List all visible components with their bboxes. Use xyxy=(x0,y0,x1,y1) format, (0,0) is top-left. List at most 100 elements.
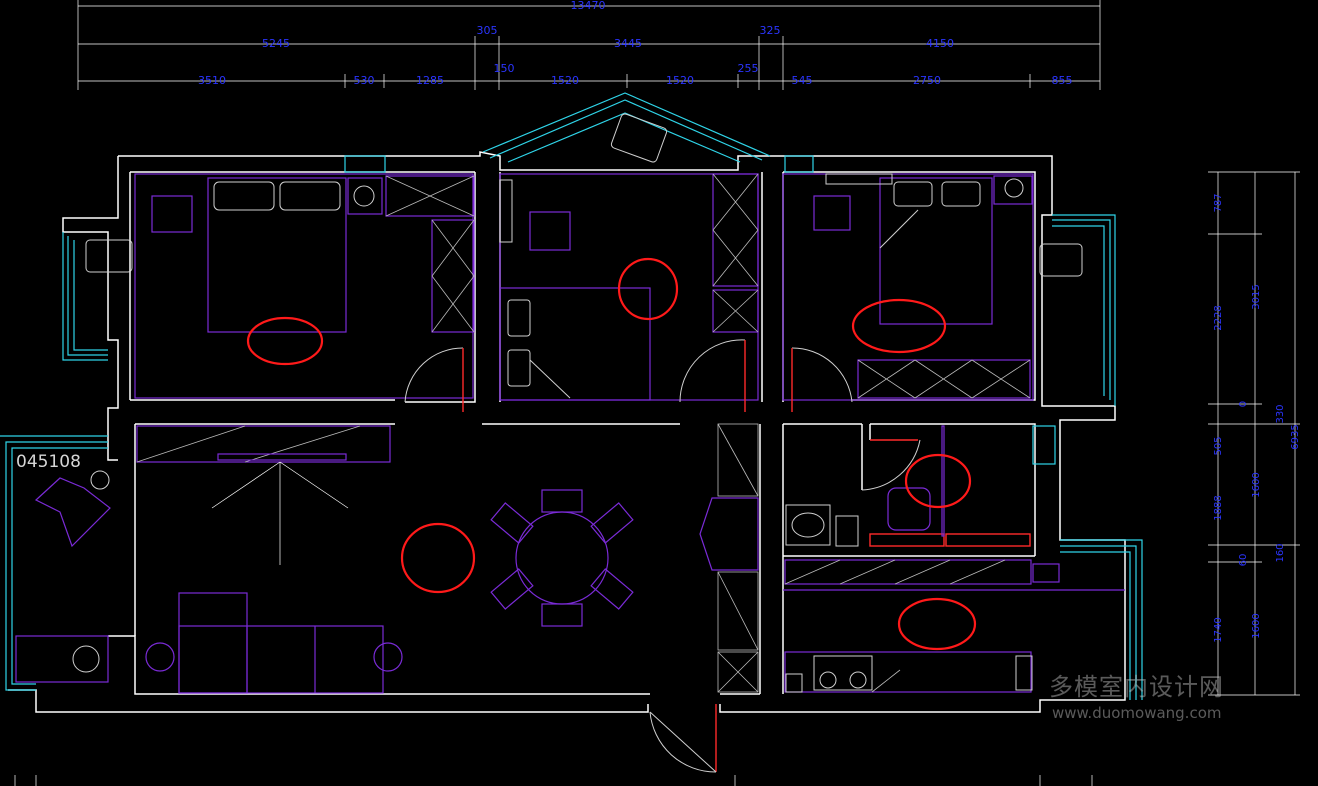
mark-ellipse xyxy=(904,453,972,509)
sofa xyxy=(178,592,248,694)
lounge-chair xyxy=(34,477,111,548)
top-dimension-lines xyxy=(77,0,1101,90)
right-dimension-lines xyxy=(1208,171,1300,696)
pillow-icon xyxy=(893,181,933,207)
armchair-icon xyxy=(610,113,668,163)
mark-ellipse xyxy=(617,257,679,321)
chair xyxy=(490,568,534,610)
display-cabinet xyxy=(699,497,759,571)
left-bedroom-furniture xyxy=(85,173,475,399)
tv-cabinet xyxy=(136,425,391,463)
dim-label: 1740 xyxy=(1213,617,1224,642)
dim-label: 160 xyxy=(1275,543,1286,562)
watermark-name: 多模室内设计网 xyxy=(1049,673,1224,701)
bath-kitchen-furniture xyxy=(783,425,1125,693)
dim-label: 305 xyxy=(477,24,498,37)
dim-label: 60 xyxy=(1238,554,1249,567)
chair xyxy=(490,502,534,544)
dim-label: 787 xyxy=(1213,193,1224,212)
nightstand xyxy=(993,175,1033,205)
kitchen-counter xyxy=(784,651,1032,693)
top-dimension-row-3: 3510 530 1285 150 1520 1520 255 545 2750… xyxy=(198,62,1073,87)
sofa xyxy=(178,625,384,694)
windows xyxy=(0,92,1143,700)
dim-label: 3510 xyxy=(198,74,226,87)
side-table xyxy=(373,642,403,672)
dim-label: 255 xyxy=(738,62,759,75)
shelf xyxy=(825,173,893,185)
desk xyxy=(529,211,571,251)
dim-label: 6935 xyxy=(1290,424,1301,449)
washbasin xyxy=(785,504,831,546)
bottom-dimension-ticks xyxy=(14,775,1093,786)
wardrobe xyxy=(712,173,759,287)
dim-label: 0 xyxy=(1238,401,1249,407)
plan-code-label: 045108 xyxy=(16,452,81,472)
stove-icon xyxy=(813,655,873,691)
dim-label: 1285 xyxy=(416,74,444,87)
sink-icon xyxy=(791,512,825,538)
chair xyxy=(590,568,634,610)
double-bed xyxy=(879,177,993,325)
dim-label: 325 xyxy=(760,24,781,37)
dim-total: 13470 xyxy=(571,0,606,12)
toilet xyxy=(887,487,931,531)
chair xyxy=(541,603,583,627)
right-dimension-col-2: 3015 1600 1600 xyxy=(1251,284,1262,638)
balcony-cabinet xyxy=(15,635,109,683)
double-bed xyxy=(207,177,347,333)
dim-label: 2228 xyxy=(1213,305,1224,330)
dining-table xyxy=(515,511,609,605)
dim-label: 330 xyxy=(1275,404,1286,423)
dim-label: 545 xyxy=(792,74,813,87)
right-dimension-col-1: 787 2228 0 505 1888 60 1740 xyxy=(1213,193,1249,642)
pillow-icon xyxy=(507,299,531,337)
outer-walls xyxy=(8,151,1126,713)
mark-ellipse xyxy=(400,522,476,594)
pillow-icon xyxy=(507,349,531,387)
wardrobe xyxy=(857,359,1031,399)
pillow-icon xyxy=(213,181,275,211)
pillow-icon xyxy=(279,181,341,211)
wardrobe xyxy=(431,219,475,333)
highlight-marks xyxy=(246,257,977,651)
living-dining-furniture xyxy=(15,423,759,694)
middle-room-furniture xyxy=(499,113,759,401)
chair xyxy=(590,502,634,544)
armchair-icon xyxy=(1039,243,1083,277)
lamp-icon xyxy=(353,185,375,207)
pillow-icon xyxy=(941,181,981,207)
mark-ellipse xyxy=(246,316,324,366)
dim-label: 3015 xyxy=(1251,284,1262,309)
nightstand xyxy=(151,195,193,233)
mark-ellipse xyxy=(897,597,977,651)
wardrobe xyxy=(385,175,475,217)
dim-label: 530 xyxy=(354,74,375,87)
lamp-icon xyxy=(1004,178,1024,198)
dim-label: 5245 xyxy=(262,37,290,50)
side-table xyxy=(90,470,110,490)
doors xyxy=(404,339,921,773)
dim-label: 4150 xyxy=(926,37,954,50)
dim-label: 855 xyxy=(1052,74,1073,87)
right-bedroom-furniture xyxy=(782,173,1083,401)
bed xyxy=(499,287,651,401)
right-dimension-col-3: 330 6935 160 xyxy=(1275,404,1301,562)
chair xyxy=(541,489,583,513)
nightstand xyxy=(347,177,383,215)
dim-label: 1600 xyxy=(1251,472,1262,497)
mark-ellipse xyxy=(851,298,947,354)
shelf xyxy=(499,179,513,243)
nightstand xyxy=(813,195,851,231)
top-dimension-row-2: 5245 305 3445 325 4150 xyxy=(262,24,954,50)
dim-label: 150 xyxy=(494,62,515,75)
dim-label: 1600 xyxy=(1251,613,1262,638)
kitchen-counter xyxy=(784,559,1032,585)
dim-label: 2750 xyxy=(913,74,941,87)
dim-label: 1888 xyxy=(1213,495,1224,520)
dim-label: 505 xyxy=(1213,436,1224,455)
dim-label: 1520 xyxy=(551,74,579,87)
dim-label: 1520 xyxy=(666,74,694,87)
top-dimension-row-1: 13470 xyxy=(571,0,606,12)
